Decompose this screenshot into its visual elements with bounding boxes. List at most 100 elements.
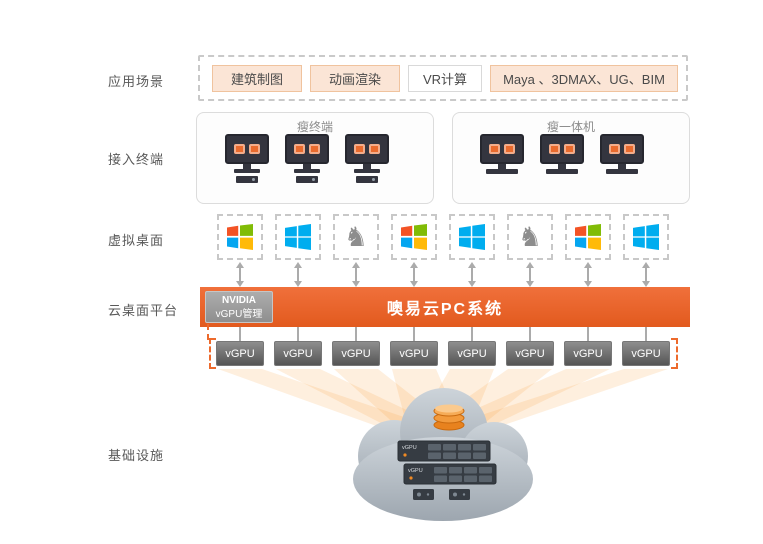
beam [276,369,466,438]
bracket-left [209,338,216,369]
connector-line [297,327,299,341]
virtual-desktop-box [217,214,263,260]
vgpu-box: vGPU [622,341,670,366]
vgpu-box: vGPU [448,341,496,366]
nvidia-label: NVIDIA [222,295,256,306]
monitor-stand [243,164,251,169]
platform-bar-label: 噢易云PC系统 [386,301,504,318]
server-label: vGPU [408,468,423,474]
vgpu-box: vGPU [506,341,554,366]
thin-aio-monitor-icon [600,134,644,174]
platform-bar: 噢易云PC系统 [200,287,690,327]
monitor-stand [363,164,371,169]
beam [392,369,466,438]
os-mascot-logo-icon: ♞ [517,221,543,253]
connector-arrow [584,262,592,287]
light-beams [218,369,668,438]
beam [410,369,668,438]
monitor-screen [285,134,329,164]
vgpu-box: vGPU [332,341,380,366]
monitor-base [486,169,518,174]
monitor-screen [480,134,524,164]
thin-client-box-icon [236,176,258,183]
connector-line [355,327,357,341]
mini-device-icon [413,489,434,500]
mini-device-icon [449,489,470,500]
app-icon [609,144,620,154]
layer-label-terminals: 接入终端 [108,152,165,167]
connector-line [413,327,415,341]
layer-label-virtual-desktops: 虚拟桌面 [108,233,165,248]
app-icon [549,144,560,154]
virtual-desktop-box: ♞ [507,214,553,260]
app-icon [354,144,365,154]
thin-terminal-monitor-icon [345,134,389,183]
monitor-stand [558,164,566,169]
connector-arrow [410,262,418,287]
layer-label-scenarios: 应用场景 [108,74,165,89]
scenario-chip-animation: 动画渲染 [310,65,400,92]
monitor-base [234,169,260,173]
connector-line [587,327,589,341]
connector-arrow [526,262,534,287]
vgpu-box: vGPU [274,341,322,366]
monitor-base [546,169,578,174]
connector-line [471,327,473,341]
connector-arrow [236,262,244,287]
vgpu-box: vGPU [216,341,264,366]
monitor-base [294,169,320,173]
app-icon [504,144,515,154]
connector-line [645,327,647,341]
os-mascot-logo-icon: ♞ [343,221,369,253]
scenarios-container: 建筑制图 动画渲染 VR计算 Maya 、3DMAX、UG、BIM [198,55,688,101]
monitor-stand [303,164,311,169]
windows-flat-logo-icon [459,224,485,250]
bracket-right [671,338,678,369]
virtual-desktop-box [623,214,669,260]
virtual-desktop-box [275,214,321,260]
scenario-chip-software: Maya 、3DMAX、UG、BIM [490,65,678,92]
beam [334,369,466,438]
cloud-icon [353,388,533,521]
bracket-connector-dashed [207,324,209,340]
monitor-screen [600,134,644,164]
thin-aio-title: 瘦一体机 [546,120,595,134]
app-icon [369,144,380,154]
windows-flat-logo-icon [633,224,659,250]
connector-arrow [642,262,650,287]
database-stack-icon [433,404,465,431]
server-rack-icon: vGPU [403,463,497,485]
monitor-screen [540,134,584,164]
thin-aio-monitor-icon [540,134,584,174]
thin-terminal-title: 瘦终端 [296,120,333,134]
monitor-screen [345,134,389,164]
server-label: vGPU [402,445,417,451]
app-icon [564,144,575,154]
windows-classic-logo-icon [575,224,601,250]
windows-classic-logo-icon [227,224,253,250]
virtual-desktop-box [391,214,437,260]
layer-label-infrastructure: 基础设施 [108,448,165,463]
app-icon [624,144,635,154]
connector-line [529,327,531,341]
app-icon [309,144,320,154]
app-icon [294,144,305,154]
monitor-base [606,169,638,174]
monitor-base [354,169,380,173]
virtual-desktop-box [449,214,495,260]
app-icon [234,144,245,154]
connector-arrow [294,262,302,287]
connector-arrow [468,262,476,287]
thin-aio-monitor-icon [480,134,524,174]
vgpu-manager-label: vGPU管理 [215,308,263,320]
windows-classic-logo-icon [401,224,427,250]
thin-client-box-icon [356,176,378,183]
connector-line [239,327,241,341]
monitor-stand [618,164,626,169]
vgpu-box: vGPU [390,341,438,366]
layer-label-platform: 云桌面平台 [108,303,179,318]
app-icon [249,144,260,154]
monitor-screen [225,134,269,164]
thin-terminal-monitor-icon [225,134,269,183]
